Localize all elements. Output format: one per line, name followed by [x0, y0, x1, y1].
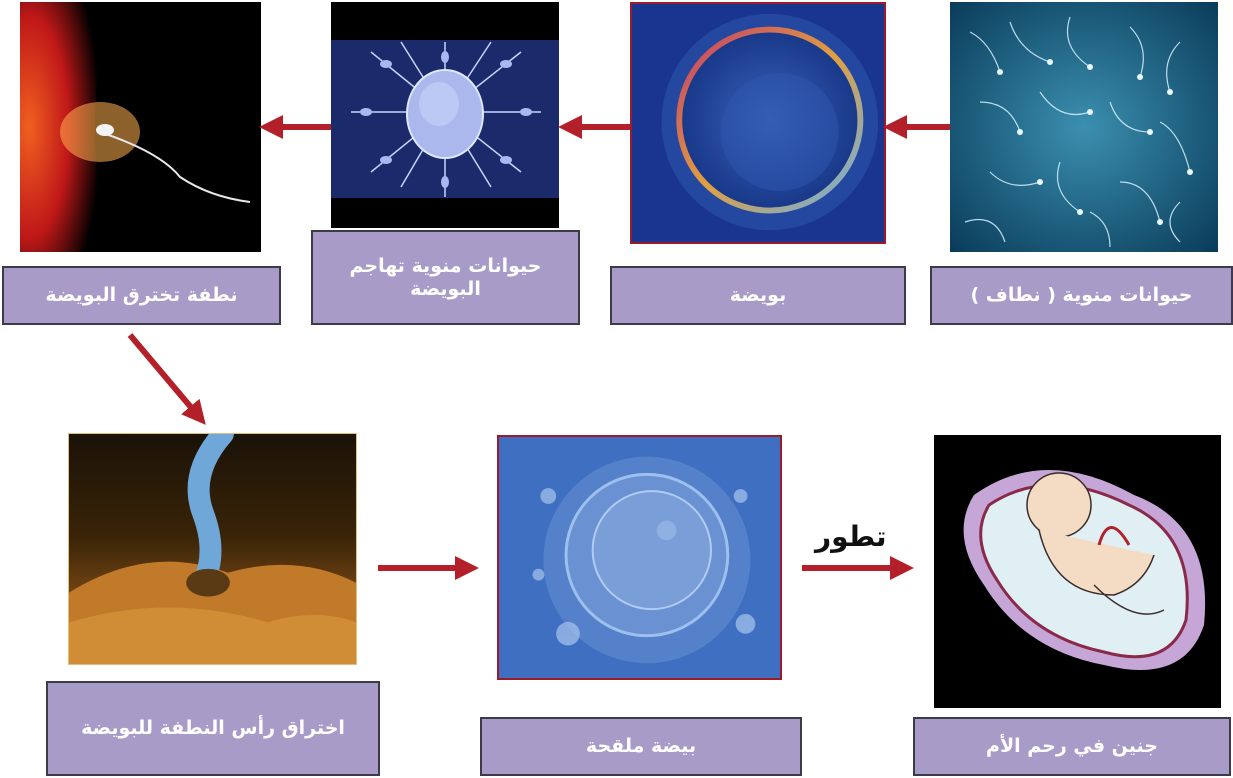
stage-label-penetrate: نطفة تخترق البويضة	[2, 266, 281, 325]
image-sperm-attacking-egg	[331, 2, 559, 228]
stage-label-egg: بويضة	[610, 266, 906, 325]
arrow-penetrate-to-head	[130, 335, 200, 418]
stage-label-head-penetration: اختراق رأس النطفة للبويضة	[46, 681, 380, 776]
develop-annotation: تطور	[815, 520, 886, 553]
image-egg	[630, 2, 886, 244]
image-sperm-penetrating-egg	[20, 2, 261, 252]
image-sperm-cells	[950, 2, 1218, 252]
stage-label-attack: حيوانات منوية تهاجم البويضة	[311, 230, 580, 325]
image-fetus-in-womb	[934, 435, 1221, 708]
image-fertilized-egg	[497, 435, 782, 680]
image-sperm-head-penetration	[68, 433, 357, 665]
stage-label-fertilized-egg: بيضة ملقحة	[480, 717, 802, 776]
stage-label-sperm: حيوانات منوية ( نطاف )	[930, 266, 1233, 325]
stage-label-fetus: جنين في رحم الأم	[913, 717, 1231, 776]
